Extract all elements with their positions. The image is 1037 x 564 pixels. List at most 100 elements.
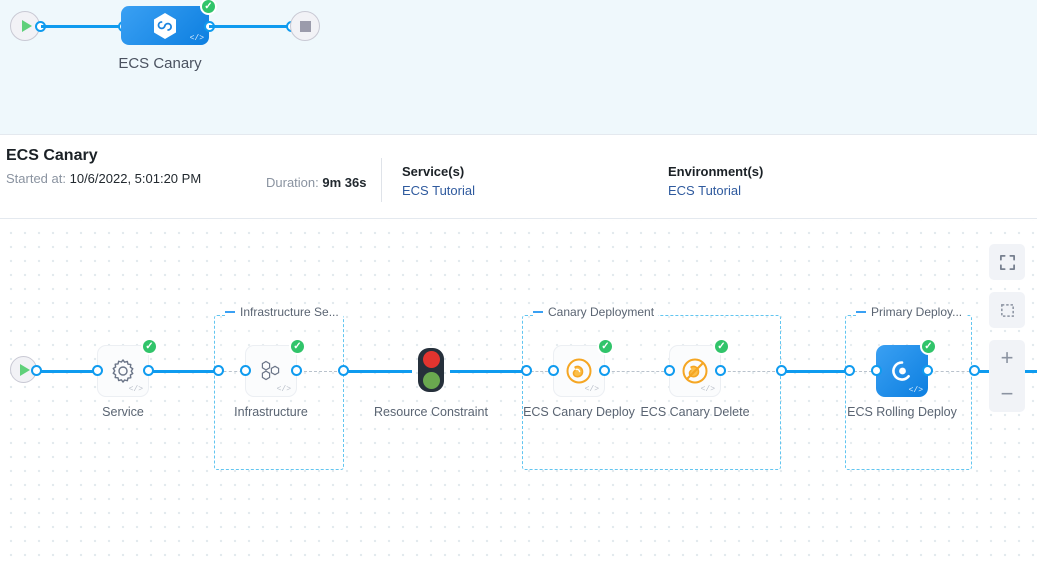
services-label: Service(s) xyxy=(402,164,465,179)
zoom-controls[interactable]: + − xyxy=(989,340,1025,412)
node-ecs-canary-deploy[interactable]: </> xyxy=(553,345,605,397)
stop-icon xyxy=(299,20,311,32)
collapse-dash-icon[interactable] xyxy=(533,311,543,313)
canary-bird-icon xyxy=(566,358,592,384)
group-label-text: Canary Deployment xyxy=(548,305,655,319)
ecs-rolling-deploy-icon xyxy=(892,361,910,381)
group-label-text: Infrastructure Se... xyxy=(240,305,339,319)
node-infrastructure[interactable]: </> xyxy=(245,345,297,397)
node-label-service: Service xyxy=(102,405,144,419)
canary-deploy-code-glyph: </> xyxy=(584,385,599,394)
node-label-infrastructure: Infrastructure xyxy=(234,405,308,419)
edge-infra-out xyxy=(294,371,342,372)
service-status-success-icon: ✓ xyxy=(141,338,158,355)
canary-bird-delete-icon xyxy=(682,358,708,384)
play-icon xyxy=(20,363,30,376)
collapse-dash-icon[interactable] xyxy=(225,311,235,313)
service-in-port[interactable] xyxy=(92,365,103,376)
rolling-deploy-out-port[interactable] xyxy=(922,365,933,376)
check-glyph: ✓ xyxy=(717,340,726,352)
environments-value-link[interactable]: ECS Tutorial xyxy=(668,183,741,198)
fit-to-screen-control[interactable] xyxy=(989,244,1025,280)
execution-title: ECS Canary xyxy=(6,147,98,164)
stage-status-success-icon: ✓ xyxy=(200,0,217,15)
check-glyph: ✓ xyxy=(204,0,213,12)
primary-group-boundary-port[interactable] xyxy=(844,365,855,376)
edge-start-to-service xyxy=(26,370,104,373)
stage-code-glyph: </> xyxy=(189,34,204,43)
selection-box-control[interactable] xyxy=(989,292,1025,328)
infrastructure-in-port[interactable] xyxy=(240,365,251,376)
traffic-light-green-icon xyxy=(422,371,440,389)
node-label-canary-deploy: ECS Canary Deploy xyxy=(523,405,635,419)
canvas-start-port[interactable] xyxy=(31,365,42,376)
edge-canary-group-in xyxy=(526,371,562,372)
node-service[interactable]: </> xyxy=(97,345,149,397)
canary-delete-out-port[interactable] xyxy=(715,365,726,376)
canary-delete-status-success-icon: ✓ xyxy=(713,338,730,355)
edge-primary-out xyxy=(925,371,975,372)
edge-canary-to-primary-group xyxy=(780,370,850,373)
canary-group-boundary-port[interactable] xyxy=(521,365,532,376)
services-value-link[interactable]: ECS Tutorial xyxy=(402,183,475,198)
node-ecs-canary-delete[interactable]: </> xyxy=(669,345,721,397)
infrastructure-hexagons-icon xyxy=(261,360,280,381)
group-label-infrastructure[interactable]: Infrastructure Se... xyxy=(225,305,343,319)
environments-column: Environment(s) ECS Tutorial xyxy=(668,164,763,198)
expand-icon[interactable] xyxy=(989,244,1025,280)
canary-deploy-out-port[interactable] xyxy=(599,365,610,376)
edge-resource-to-canary-group xyxy=(450,370,526,373)
zoom-in-button[interactable]: + xyxy=(1000,345,1014,370)
collapse-dash-icon[interactable] xyxy=(856,311,866,313)
canary-delete-code-glyph: </> xyxy=(700,385,715,394)
zoom-out-button[interactable]: − xyxy=(1000,381,1014,406)
infrastructure-status-success-icon: ✓ xyxy=(289,338,306,355)
top-pipeline-strip: </> ✓ ECS Canary xyxy=(0,0,1037,135)
started-at-value: 10/6/2022, 5:01:20 PM xyxy=(69,171,202,186)
duration-label: Duration xyxy=(266,175,316,190)
edge-canary-delete-out xyxy=(718,371,780,372)
rolling-deploy-status-success-icon: ✓ xyxy=(920,338,937,355)
group-label-canary[interactable]: Canary Deployment xyxy=(533,305,659,319)
node-label-canary-delete: ECS Canary Delete xyxy=(640,405,750,419)
infra-group-boundary-port[interactable] xyxy=(213,365,224,376)
infrastructure-code-glyph: </> xyxy=(276,385,291,394)
pipeline-end-node[interactable] xyxy=(290,11,320,41)
edge-primary-group-in xyxy=(849,371,877,372)
services-column: Service(s) ECS Tutorial xyxy=(402,164,475,198)
group-label-primary[interactable]: Primary Deploy... xyxy=(856,305,967,319)
edge-infra-group-in xyxy=(218,371,248,372)
rolling-deploy-in-port[interactable] xyxy=(871,365,882,376)
execution-graph-canvas[interactable]: Infrastructure Se... Canary Deployment P… xyxy=(0,220,1037,564)
service-out-port[interactable] xyxy=(143,365,154,376)
edge-canary-deploy-to-delete xyxy=(602,371,674,372)
check-glyph: ✓ xyxy=(601,340,610,352)
started-at-row: Started at: 10/6/2022, 5:01:20 PM xyxy=(6,171,202,186)
edge-stage-to-end xyxy=(209,25,291,28)
play-icon xyxy=(21,20,32,32)
check-glyph: ✓ xyxy=(924,340,933,352)
duration-value: 9m 36s xyxy=(322,175,367,190)
execution-summary-bar: ECS Canary Started at: 10/6/2022, 5:01:2… xyxy=(0,135,1037,219)
started-at-label: Started at xyxy=(6,171,63,186)
dashed-square-icon[interactable] xyxy=(989,292,1025,328)
infra-group-exit-port[interactable] xyxy=(338,365,349,376)
check-glyph: ✓ xyxy=(293,340,302,352)
infrastructure-out-port[interactable] xyxy=(291,365,302,376)
canary-deploy-status-success-icon: ✓ xyxy=(597,338,614,355)
primary-group-exit-port[interactable] xyxy=(969,365,980,376)
node-ecs-rolling-deploy[interactable]: </> xyxy=(876,345,928,397)
canary-deploy-in-port[interactable] xyxy=(548,365,559,376)
service-code-glyph: </> xyxy=(128,385,143,394)
node-label-resource-constraint: Resource Constraint xyxy=(374,405,488,419)
edge-start-to-stage xyxy=(41,25,123,28)
rolling-deploy-code-glyph: </> xyxy=(908,386,923,395)
canary-delete-in-port[interactable] xyxy=(664,365,675,376)
node-resource-constraint[interactable] xyxy=(418,348,444,392)
group-label-text: Primary Deploy... xyxy=(871,305,963,319)
environments-label: Environment(s) xyxy=(668,164,764,179)
harness-hexagon-icon xyxy=(150,11,180,41)
node-label-rolling-deploy: ECS Rolling Deploy xyxy=(847,405,957,419)
canary-group-exit-port[interactable] xyxy=(776,365,787,376)
stage-node-ecs-canary[interactable]: </> ✓ xyxy=(121,0,217,45)
